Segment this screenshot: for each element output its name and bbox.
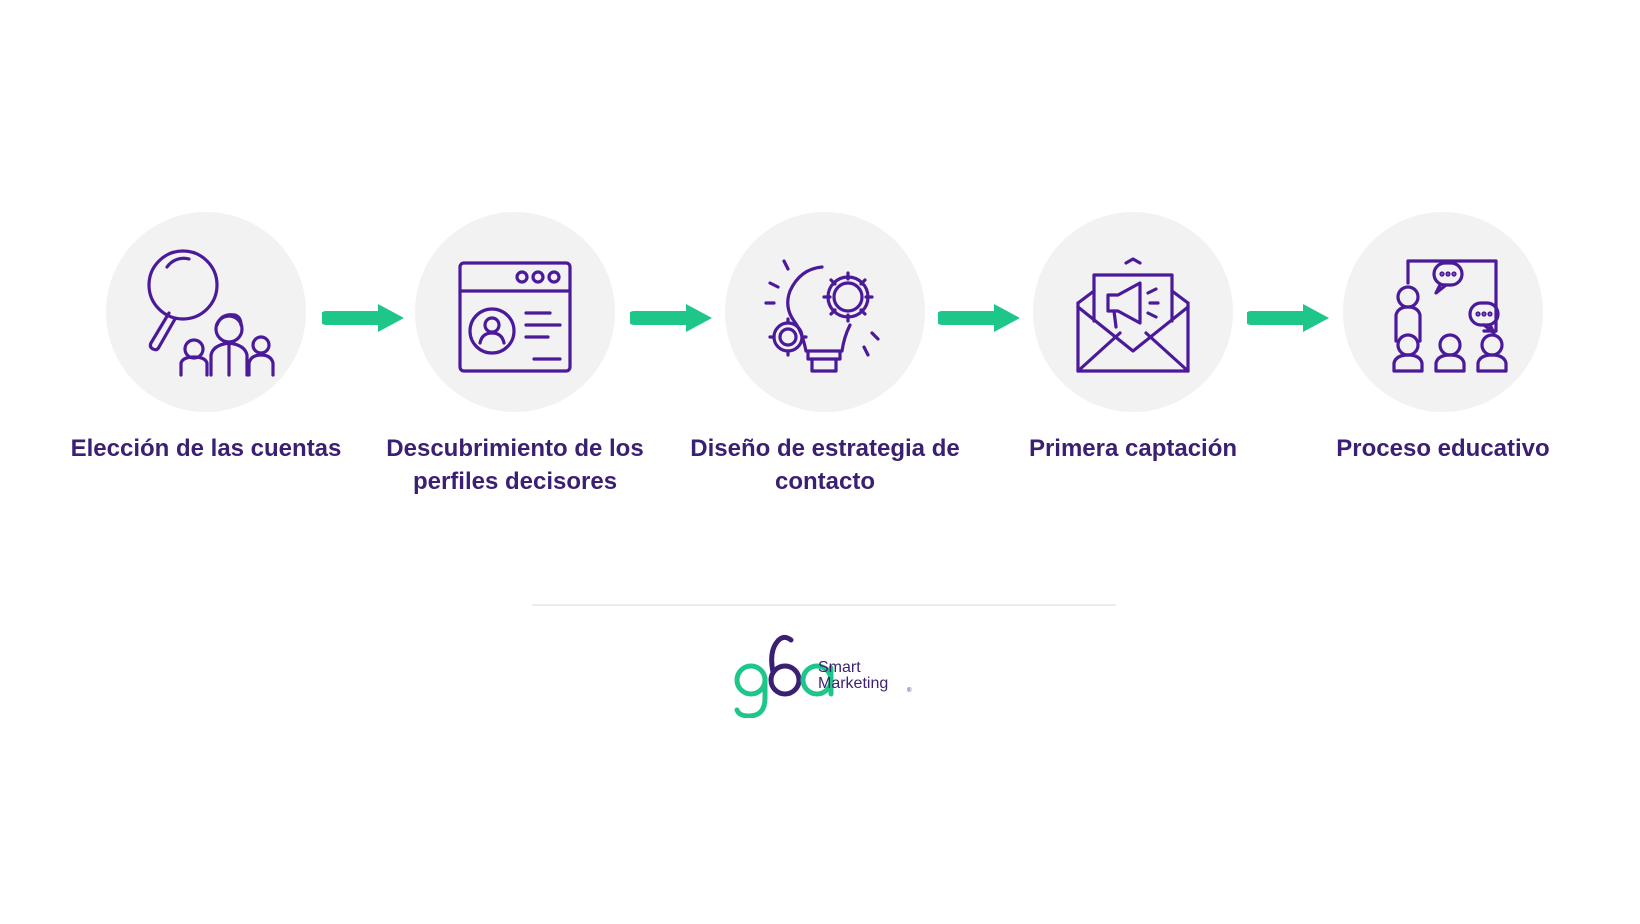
search-people-icon bbox=[147, 249, 275, 377]
classroom-icon bbox=[1392, 259, 1508, 373]
step-label: Primera captación bbox=[1028, 435, 1238, 462]
step-circle bbox=[106, 212, 306, 412]
step-circle bbox=[1343, 212, 1543, 412]
step-circle bbox=[725, 212, 925, 412]
divider bbox=[532, 604, 1116, 606]
envelope-megaphone-icon bbox=[1076, 257, 1190, 373]
process-flow: Elección de las cuentas bbox=[70, 212, 1550, 495]
registered-mark: ® bbox=[907, 688, 912, 694]
arrow-right-icon bbox=[938, 304, 1020, 332]
arrow-right-icon bbox=[630, 304, 712, 332]
profile-browser-icon bbox=[458, 261, 572, 373]
step-label: Elección de las cuentas bbox=[70, 435, 342, 462]
lightbulb-gears-icon bbox=[764, 259, 880, 373]
gba-logo bbox=[734, 634, 834, 718]
step-circle bbox=[415, 212, 615, 412]
arrow-right-icon bbox=[1247, 304, 1329, 332]
arrow-right-icon bbox=[322, 304, 404, 332]
logo-text-smart: Smart bbox=[818, 659, 861, 676]
step-label: Proceso educativo bbox=[1336, 435, 1550, 462]
logo-text-marketing: Marketing bbox=[818, 675, 889, 692]
step-label: Diseño de estrategia de contacto bbox=[690, 435, 960, 495]
step-circle bbox=[1033, 212, 1233, 412]
step-label: Descubrimiento de los perfiles decisores bbox=[386, 435, 644, 495]
